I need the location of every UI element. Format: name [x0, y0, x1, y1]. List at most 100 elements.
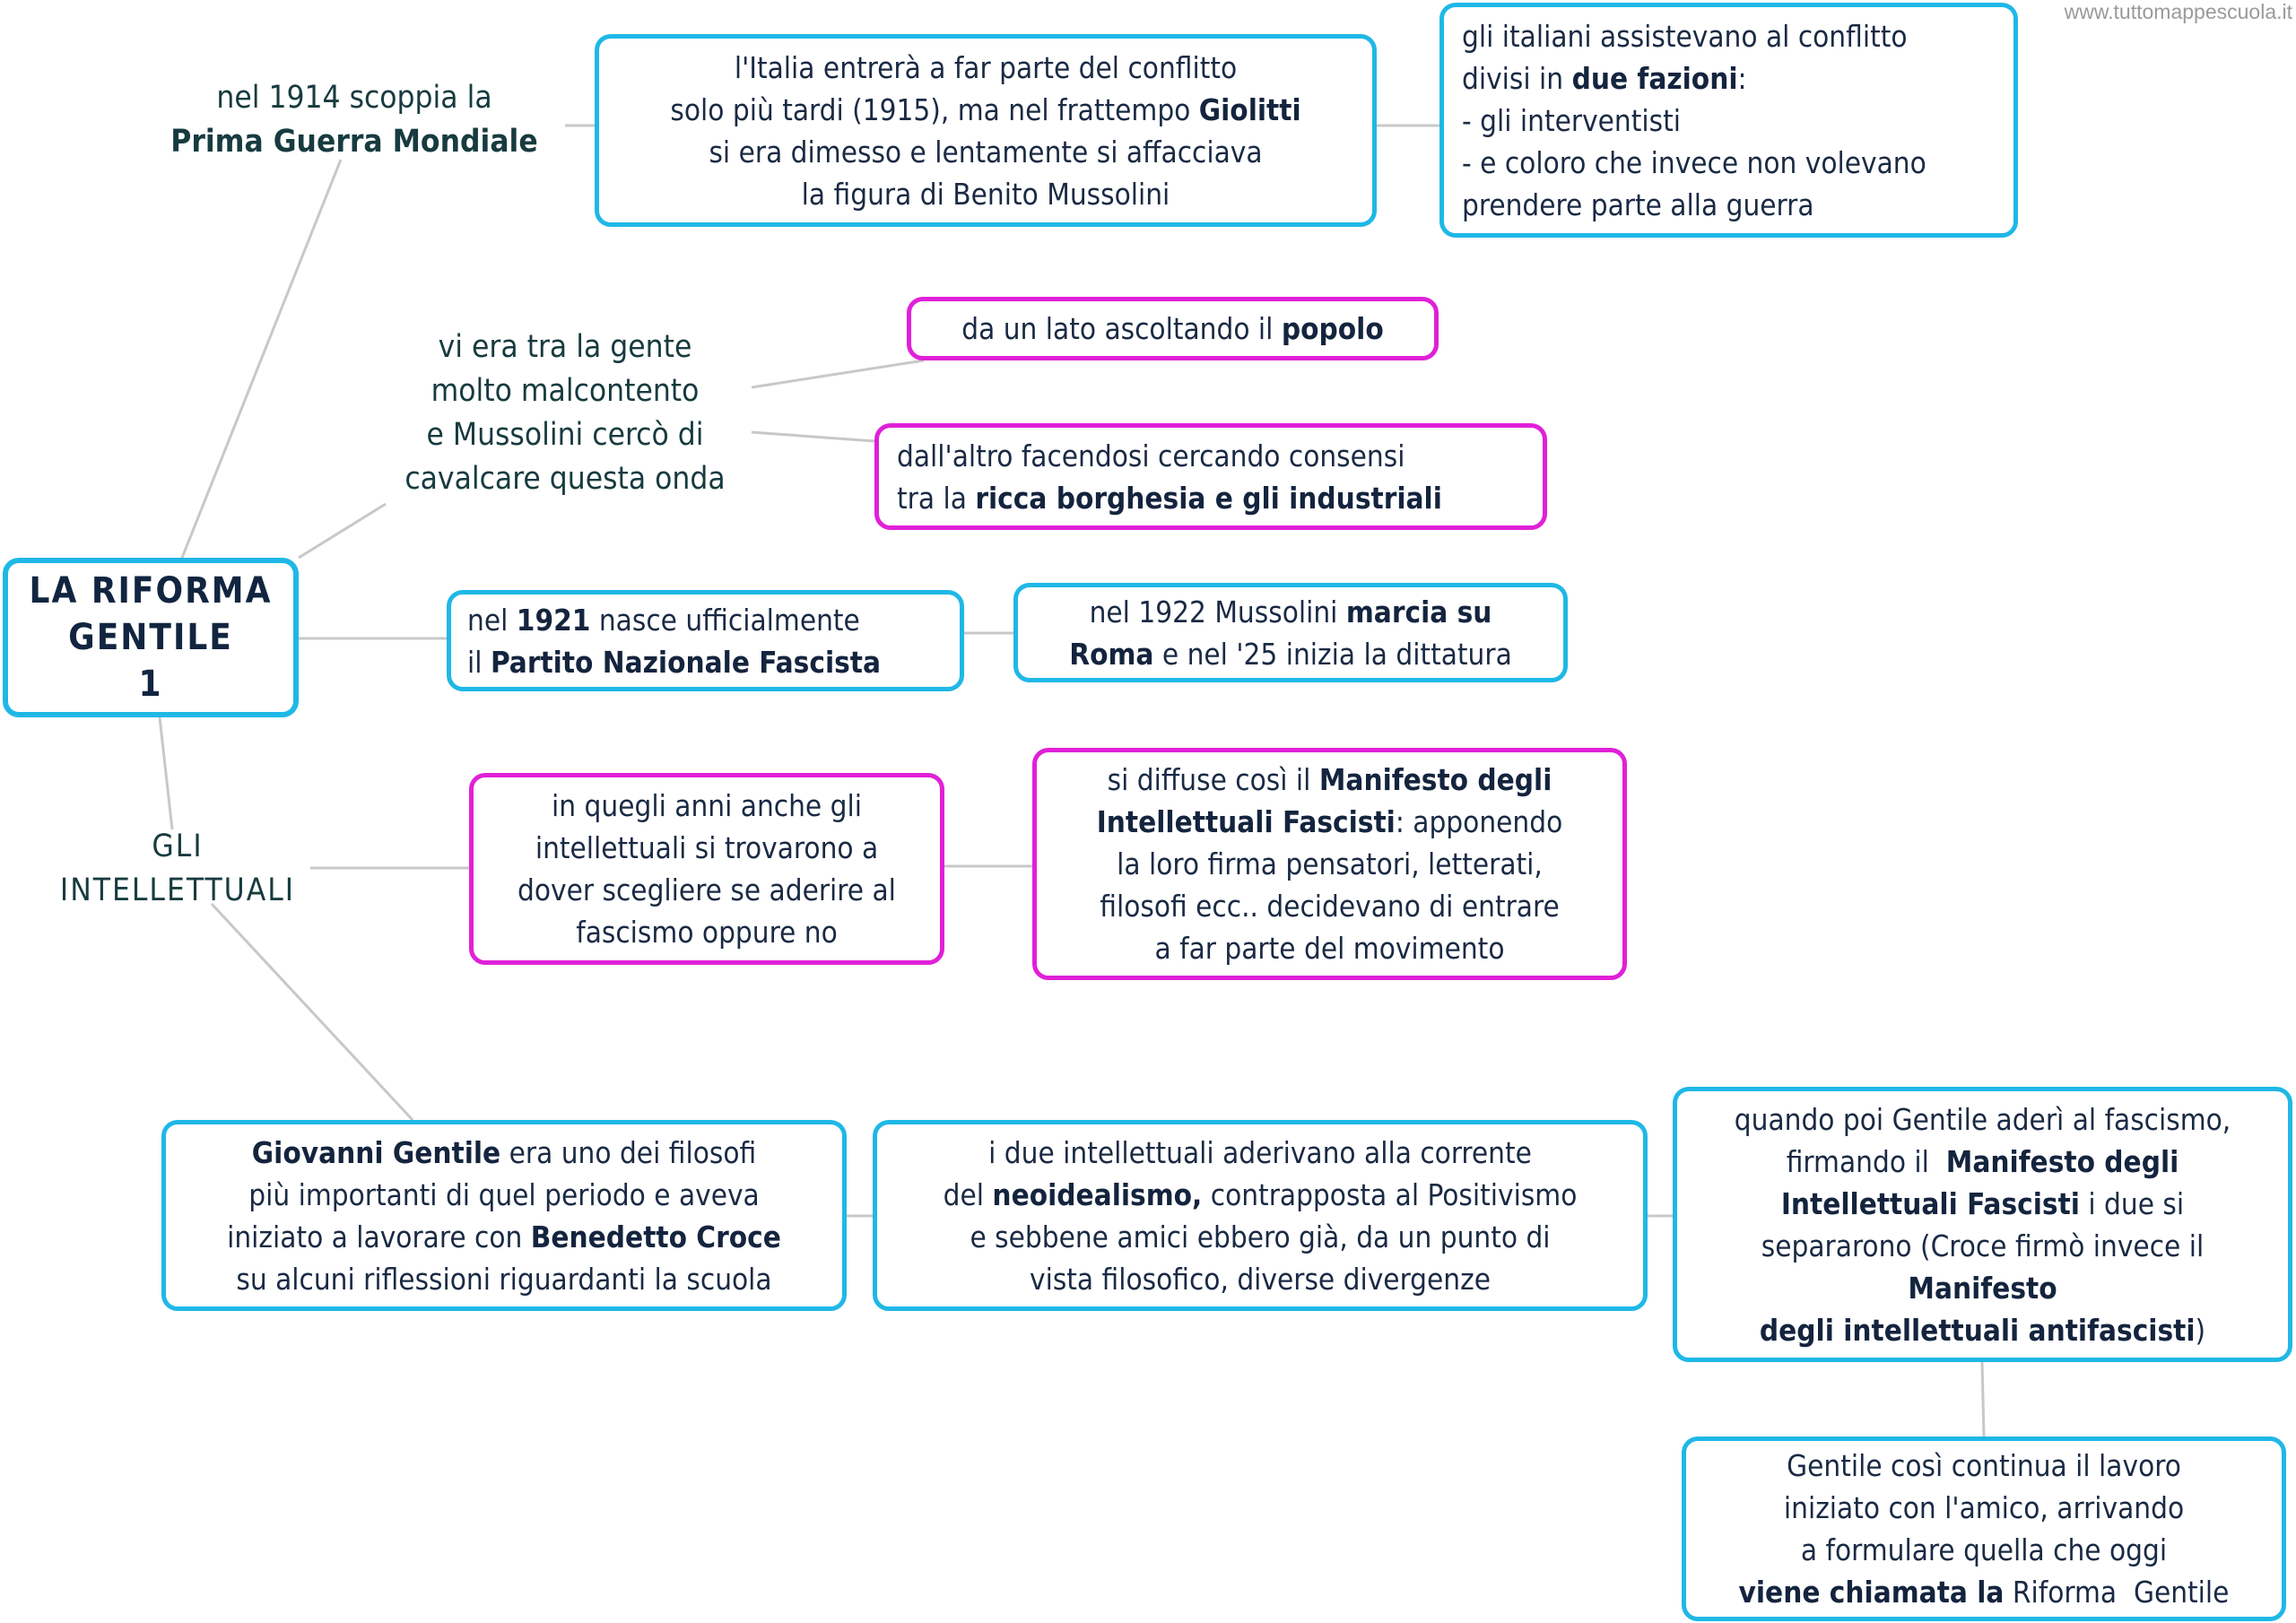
connector-root-to-1914	[180, 159, 343, 559]
connector-malcontento-to-popolo	[751, 359, 925, 389]
root-title-line-2: GENTILE	[68, 617, 233, 658]
node-popolo[interactable]: da un lato ascoltando il popolo	[907, 297, 1439, 360]
malcontento-line-3: e Mussolini cercò di	[426, 417, 704, 453]
connector-malcontento-to-borghesia	[751, 430, 875, 443]
manifesto-l2b: : apponendo	[1395, 804, 1563, 839]
sep-line-5: Manifesto	[1908, 1270, 2057, 1306]
n1921-year: 1921	[516, 602, 591, 638]
borghesia-line-2: tra la ricca borghesia e gli industriali	[897, 477, 1442, 519]
italiani-line-4: - e coloro che invece non volevano	[1462, 144, 1926, 180]
sep-l2a: firmando il	[1786, 1143, 1946, 1179]
branch-1914-line-1: nel 1914 scoppia la	[216, 80, 492, 116]
n1922-roma: Roma	[1069, 636, 1154, 672]
italia-line-2-text: solo più tardi (1915), ma nel frattempo	[670, 91, 1199, 127]
italia-line-3: si era dimesso e lentamente si affacciav…	[709, 134, 1263, 169]
sep-line-2: firmando il Manifesto degli	[1677, 1141, 2288, 1183]
popolo-line: da un lato ascoltando il popolo	[911, 308, 1434, 350]
n1921-l1c: nasce ufficialmente	[590, 602, 860, 638]
italiani-line-5: prendere parte alla guerra	[1462, 187, 1814, 222]
root-title-line-1: LA RIFORMA	[29, 570, 273, 612]
riforma-l4b: Riforma Gentile	[2004, 1575, 2230, 1610]
manifesto-line-4: filosofi ecc.. decidevano di entrare	[1100, 889, 1560, 924]
italiani-line-1: gli italiani assistevano al conflitto	[1462, 18, 1908, 54]
n1922-marcia: marcia su	[1345, 594, 1492, 629]
root-node[interactable]: LA RIFORMA GENTILE 1	[3, 558, 299, 717]
riforma-line-3: a formulare quella che oggi	[1800, 1532, 2168, 1567]
neo-line-4: vista filosofico, diverse divergenze	[1030, 1261, 1491, 1297]
branch-malcontento[interactable]: vi era tra la gente molto malcontento e …	[368, 325, 762, 501]
italia-line-2: solo più tardi (1915), ma nel frattempo …	[599, 89, 1372, 131]
n1921-line-2: il Partito Nazionale Fascista	[467, 641, 881, 683]
italiani-line-2: divisi in due fazioni:	[1462, 57, 1747, 100]
riforma-line-4: viene chiamata la Riforma Gentile	[1686, 1571, 2282, 1613]
sep-l3b: i due si	[2079, 1185, 2185, 1221]
italiani-line-2a: divisi in	[1462, 60, 1572, 96]
neo-line-2: del neoidealismo, contrapposta al Positi…	[877, 1174, 1643, 1216]
node-manifesto-fascisti[interactable]: si diffuse così il Manifesto degli Intel…	[1032, 748, 1627, 980]
malcontento-line-1: vi era tra la gente	[438, 329, 692, 365]
n1921-l2a: il	[467, 644, 491, 680]
manifesto-l1b: Manifesto degli	[1318, 762, 1552, 797]
gentile-croce: Benedetto Croce	[530, 1219, 781, 1254]
sep-line-1: quando poi Gentile aderì al fascismo,	[1734, 1101, 2231, 1137]
scelta-line-1: in quegli anni anche gli	[552, 788, 862, 823]
scelta-line-3: dover scegliere se aderire al	[517, 872, 896, 907]
branch-intellettuali[interactable]: GLI INTELLETTUALI	[36, 825, 319, 913]
node-riforma-gentile[interactable]: Gentile così continua il lavoro iniziato…	[1682, 1436, 2286, 1621]
manifesto-line-1: si diffuse così il Manifesto degli	[1037, 759, 1622, 801]
connector-root-to-malcontento	[298, 502, 387, 560]
gentile-name: Giovanni Gentile	[251, 1134, 501, 1170]
node-separazione[interactable]: quando poi Gentile aderì al fascismo, fi…	[1673, 1087, 2292, 1362]
borghesia-line-1: dall'altro facendosi cercando consensi	[897, 438, 1405, 473]
gentile-line-3: iniziato a lavorare con Benedetto Croce	[166, 1216, 842, 1258]
italiani-line-2c: :	[1737, 60, 1747, 96]
connector-intellettuali-to-gentile	[210, 902, 414, 1122]
sep-line-4: separarono (Croce firmò invece il	[1761, 1228, 2205, 1263]
neo-bold: neoidealismo,	[992, 1176, 1203, 1212]
gentile-line-1: Giovanni Gentile era uno dei filosofi	[166, 1132, 842, 1174]
manifesto-line-5: a far parte del movimento	[1154, 931, 1505, 966]
connector-root-to-intellettuali	[158, 716, 174, 830]
gentile-line-2: più importanti di quel periodo e aveva	[248, 1176, 760, 1212]
node-neoidealismo[interactable]: i due intellettuali aderivano alla corre…	[873, 1120, 1648, 1311]
borghesia-line-2a: tra la	[897, 480, 976, 516]
sep-l3a: Intellettuali Fascisti	[1780, 1185, 2080, 1221]
borghesia-bold: ricca borghesia e gli industriali	[975, 480, 1442, 516]
node-giovanni-gentile[interactable]: Giovanni Gentile era uno dei filosofi pi…	[161, 1120, 847, 1311]
node-italiani-fazioni[interactable]: gli italiani assistevano al conflitto di…	[1439, 3, 2018, 238]
node-borghesia[interactable]: dall'altro facendosi cercando consensi t…	[874, 423, 1547, 530]
n1921-partito: Partito Nazionale Fascista	[490, 644, 882, 680]
gentile-l1b: era uno dei filosofi	[500, 1134, 757, 1170]
italia-giolitti: Giolitti	[1198, 91, 1301, 127]
gentile-line-4: su alcuni riflessioni riguardanti la scu…	[236, 1261, 772, 1297]
branch-1914-line-2: Prima Guerra Mondiale	[170, 124, 538, 160]
italia-line-4: la figura di Benito Mussolini	[801, 176, 1170, 212]
italiani-line-3: - gli interventisti	[1462, 102, 1681, 138]
node-scelta-intellettuali[interactable]: in quegli anni anche gli intellettuali s…	[469, 773, 944, 965]
popolo-bold: popolo	[1281, 311, 1384, 346]
riforma-line-2: iniziato con l'amico, arrivando	[1783, 1490, 2185, 1525]
neo-line-3: e sebbene amici ebbero già, da un punto …	[970, 1219, 1551, 1254]
branch-1914[interactable]: nel 1914 scoppia la Prima Guerra Mondial…	[135, 76, 574, 164]
neo-l2a: del	[943, 1176, 993, 1212]
root-title-line-3: 1	[138, 664, 163, 705]
italiani-due-fazioni: due fazioni	[1571, 60, 1738, 96]
sep-l6a: degli intellettuali antifascisti	[1759, 1312, 2196, 1348]
manifesto-line-2: Intellettuali Fascisti: apponendo	[1037, 801, 1622, 843]
node-1922[interactable]: nel 1922 Mussolini marcia su Roma e nel …	[1013, 583, 1568, 682]
popolo-text: da un lato ascoltando il	[961, 311, 1282, 346]
neo-line-1: i due intellettuali aderivano alla corre…	[988, 1134, 1532, 1170]
neo-l2c: contrapposta al Positivismo	[1202, 1176, 1578, 1212]
manifesto-line-3: la loro firma pensatori, letterati,	[1117, 846, 1543, 881]
sep-l2b: Manifesto degli	[1945, 1143, 2179, 1179]
intellettuali-line-2: INTELLETTUALI	[59, 872, 296, 908]
n1922-line-1: nel 1922 Mussolini marcia su	[1018, 591, 1563, 633]
sep-line-3: Intellettuali Fascisti i due si	[1677, 1183, 2288, 1225]
node-1921[interactable]: nel 1921 nasce ufficialmente il Partito …	[447, 590, 964, 691]
riforma-line-1: Gentile così continua il lavoro	[1787, 1448, 2181, 1483]
manifesto-l2a: Intellettuali Fascisti	[1096, 804, 1396, 839]
n1922-l2b: e nel '25 inizia la dittatura	[1153, 636, 1512, 672]
malcontento-line-2: molto malcontento	[430, 373, 700, 409]
node-italia-conflitto[interactable]: l'Italia entrerà a far parte del conflit…	[595, 34, 1377, 227]
n1921-line-1: nel 1921 nasce ufficialmente	[467, 599, 860, 641]
